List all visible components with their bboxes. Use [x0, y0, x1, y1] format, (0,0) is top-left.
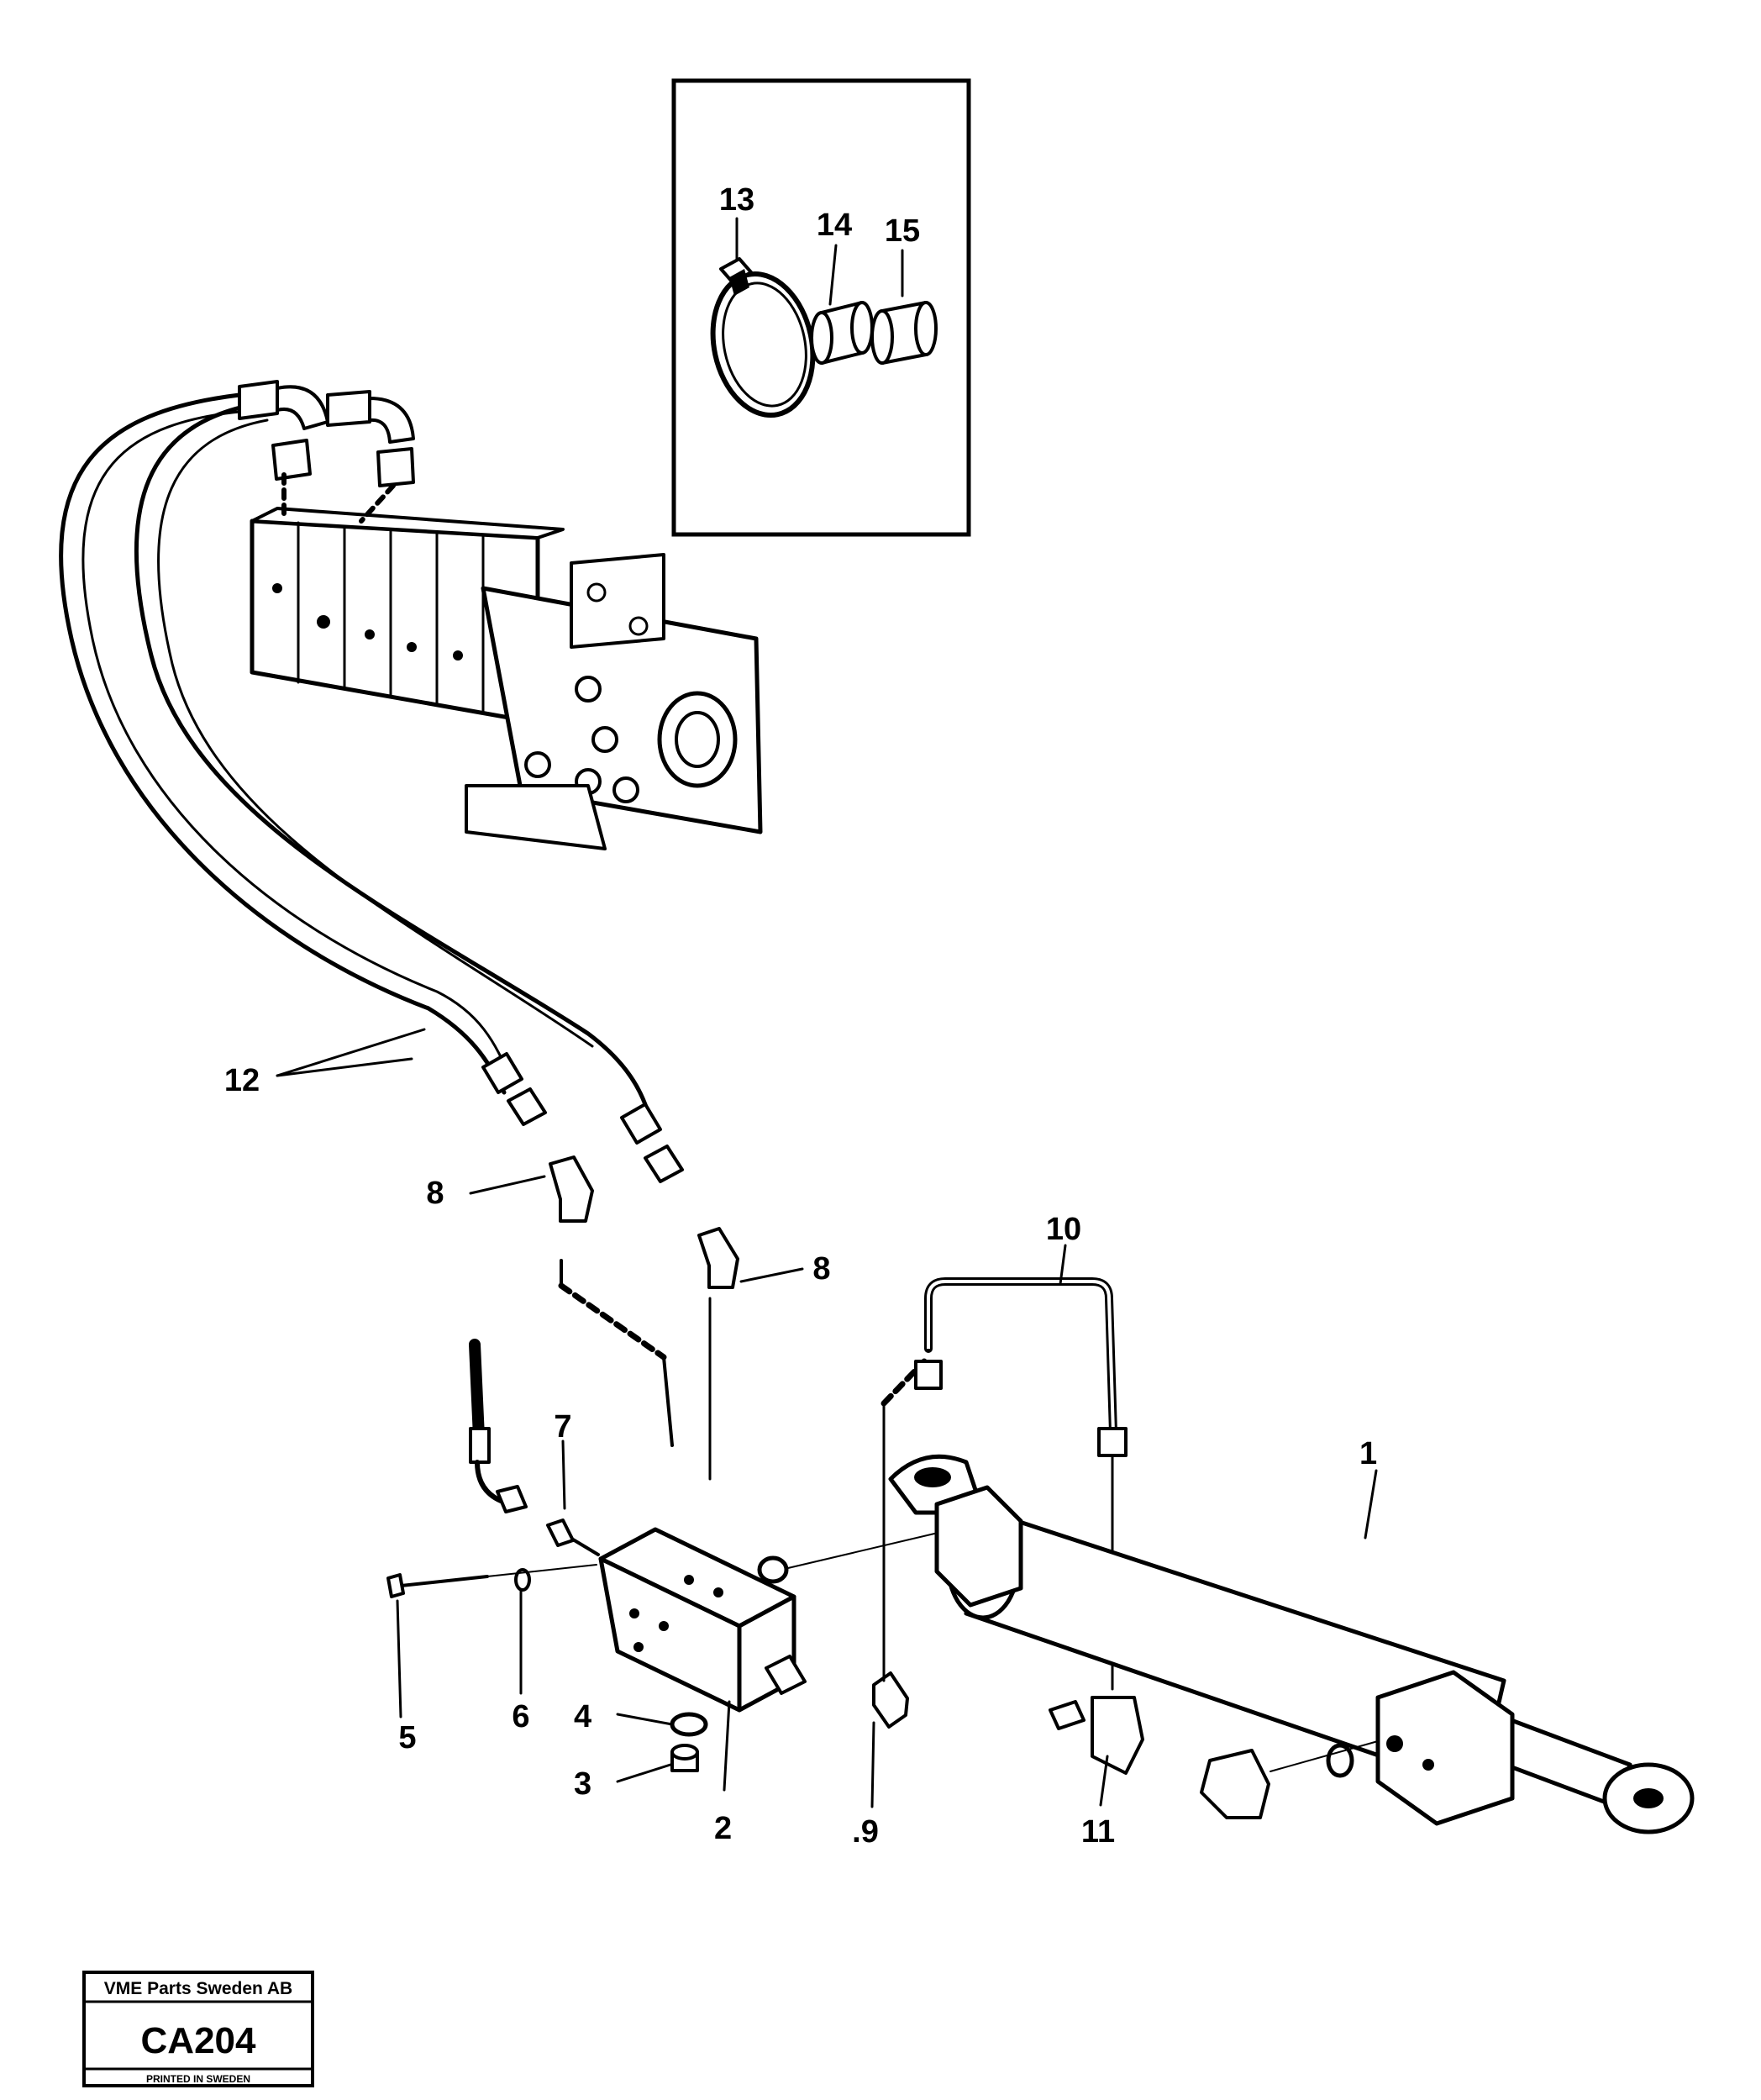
stamp-company: VME Parts Sweden AB	[104, 1979, 292, 1998]
valve-block	[386, 1339, 946, 1772]
callout-3: 3	[574, 1766, 591, 1802]
callout-14: 14	[817, 208, 852, 243]
stamp-code: CA204	[141, 2020, 256, 2061]
callout-6: 6	[512, 1699, 529, 1734]
callout-13: 13	[719, 182, 754, 218]
stamp-printed: PRINTED IN SWEDEN	[146, 2073, 250, 2085]
callout-9: .9	[852, 1814, 879, 1850]
callout-labels: 1 2 3 4 5 6 7 8 8 .9 10 11 12 13 14 15	[224, 182, 1377, 1850]
callout-11: 11	[1081, 1814, 1115, 1850]
hoses	[59, 380, 684, 1183]
control-valve-block	[250, 472, 763, 850]
elbow-fitting	[872, 1358, 928, 1729]
inset-hose-clamp	[671, 78, 971, 537]
callout-15: 15	[885, 213, 920, 249]
callout-5: 5	[398, 1720, 416, 1755]
callout-4: 4	[574, 1699, 591, 1734]
callout-8-right: 8	[812, 1251, 830, 1287]
callout-7: 7	[554, 1409, 571, 1445]
hydraulic-cylinder	[888, 1454, 1695, 1834]
callout-10: 10	[1046, 1212, 1081, 1247]
callout-2: 2	[714, 1811, 732, 1846]
catalog-stamp: VME Parts Sweden AB CA204 PRINTED IN SWE…	[82, 1971, 314, 2087]
leader-lines	[276, 1028, 1378, 1808]
callout-1: 1	[1359, 1436, 1377, 1471]
callout-12: 12	[224, 1063, 260, 1098]
callout-8-left: 8	[426, 1176, 444, 1211]
adapters	[549, 1155, 739, 1481]
